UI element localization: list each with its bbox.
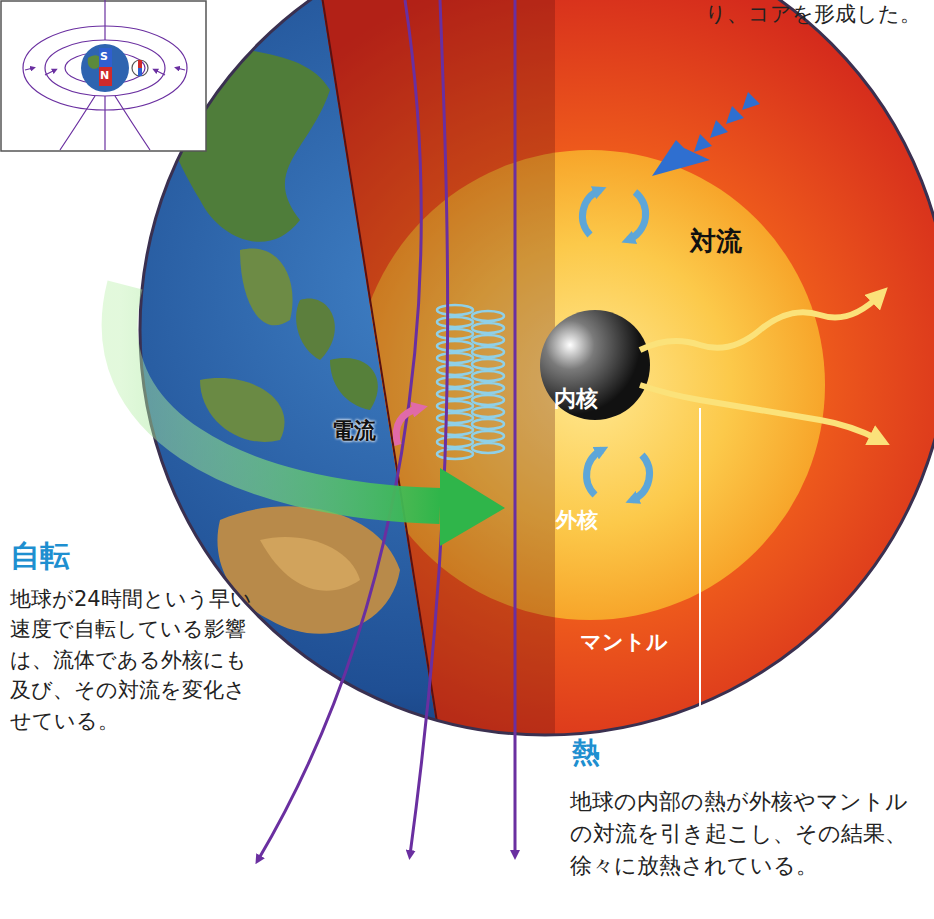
magnet-pole: S xyxy=(100,50,108,63)
part-label: 外核 xyxy=(556,508,598,533)
callout-body: 地球の内部の熱が外核やマントルの対流を引き起こし、その結果、徐々に放熱されている… xyxy=(570,786,920,882)
part-label: マントル xyxy=(580,630,668,655)
note-text: り、コアを形成した。 xyxy=(705,2,921,27)
part-label: 対流 xyxy=(690,226,742,257)
part-label: 内核 xyxy=(554,386,598,412)
part-label: 電流 xyxy=(332,418,376,444)
callout-body: 地球が24時間という早い速度で自転している影響は、流体である外核にも及び、その対… xyxy=(10,584,255,736)
magnet-pole: N xyxy=(100,69,109,82)
callout-heading: 自転 xyxy=(10,538,70,574)
callout-heading: 熱 xyxy=(572,736,600,770)
